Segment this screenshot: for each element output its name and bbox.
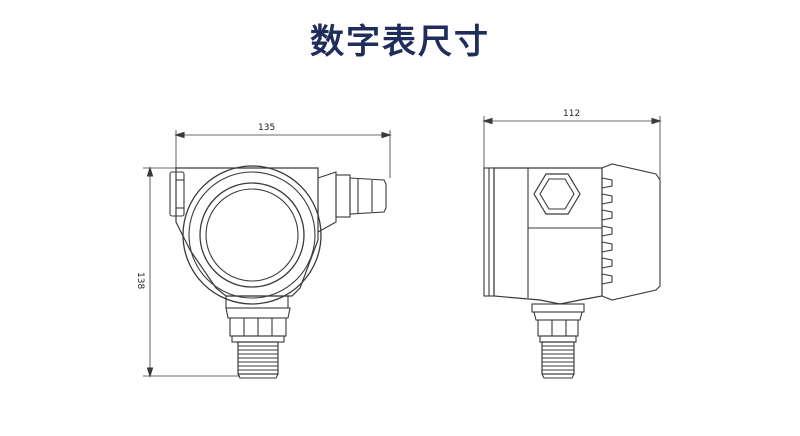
front-height-label: 138 (135, 272, 145, 289)
side-cover-fins (601, 177, 613, 285)
front-height-dimension: 138 (135, 166, 240, 378)
page-title: 数字表尺寸 (310, 22, 490, 62)
side-thread (541, 341, 575, 379)
side-width-dimension: 112 (482, 109, 662, 180)
side-view: 112 (482, 109, 662, 379)
front-thread (237, 341, 279, 379)
front-width-dimension: 135 (174, 123, 392, 185)
front-width-label: 135 (258, 123, 275, 133)
front-view: 135 138 (135, 123, 392, 379)
side-width-label: 112 (563, 109, 580, 119)
